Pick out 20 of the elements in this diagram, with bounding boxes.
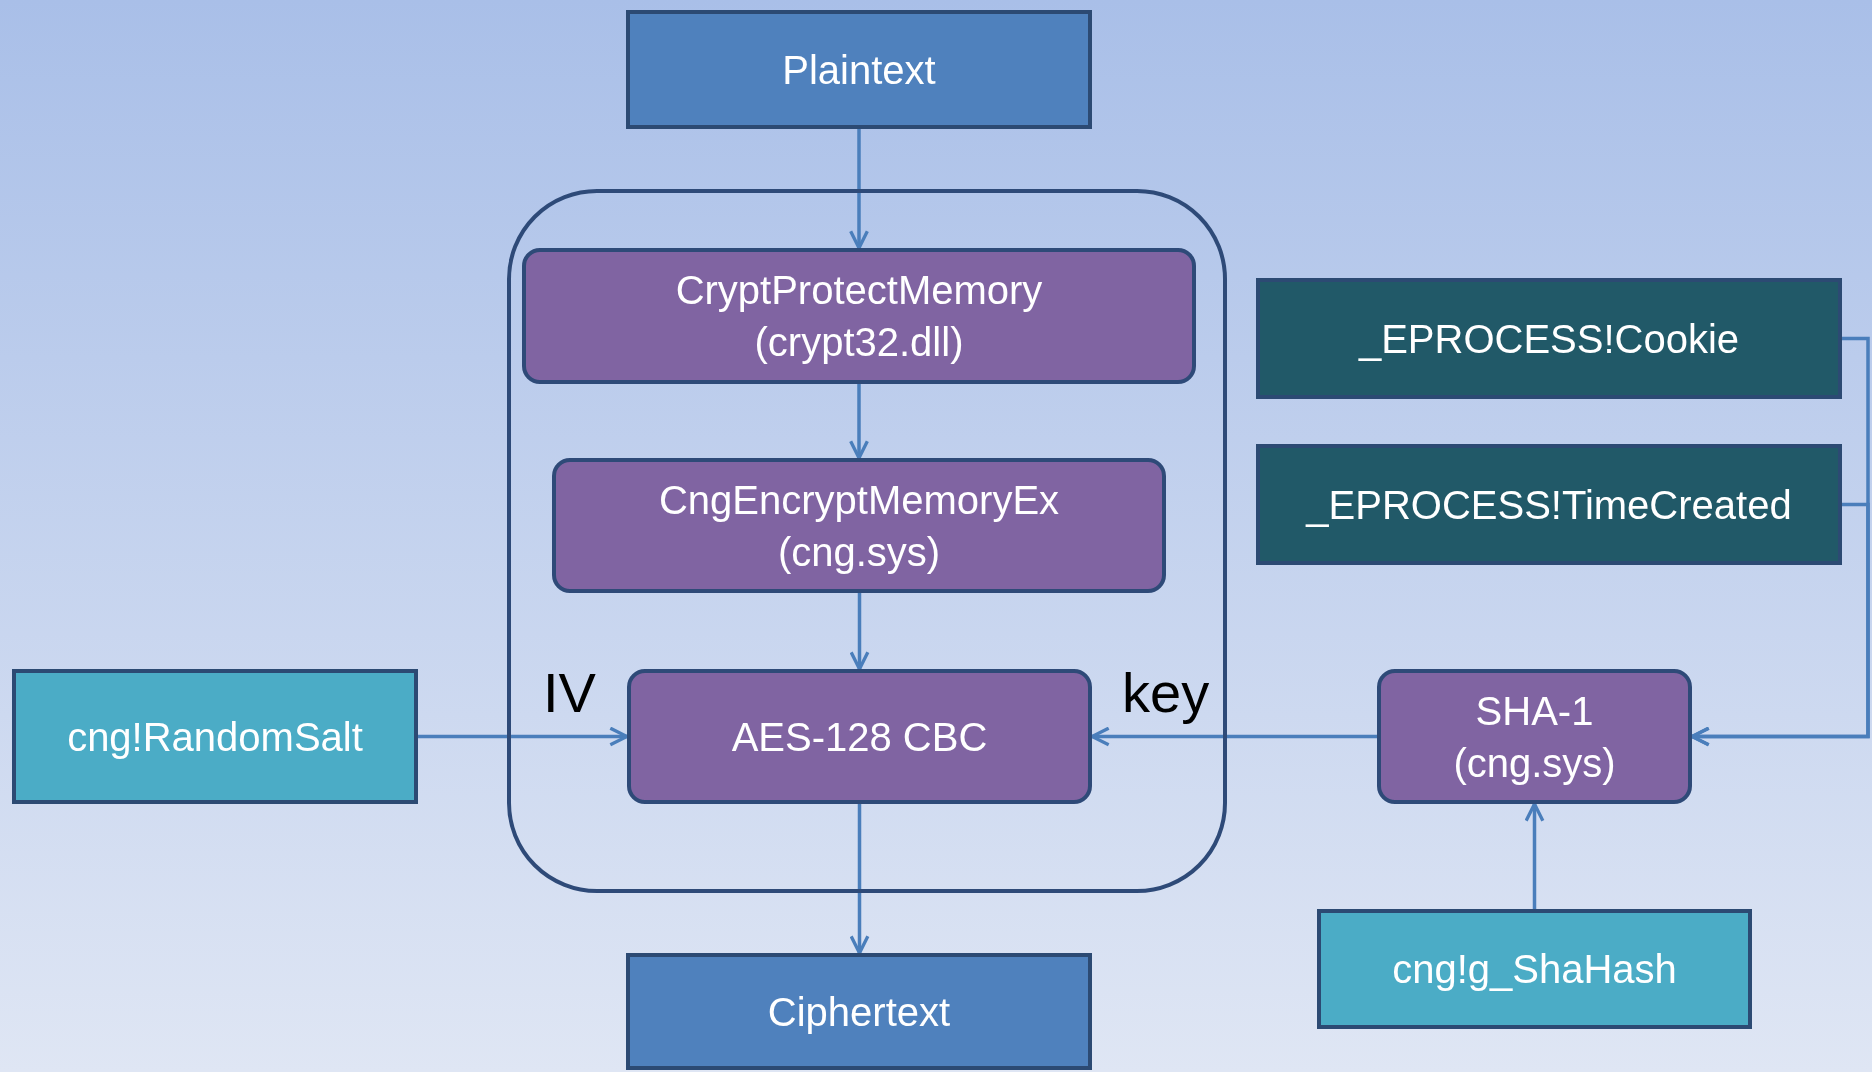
edge-label: IV	[543, 664, 596, 721]
data-box: Ciphertext	[626, 953, 1092, 1070]
arrow	[849, 129, 869, 250]
group-frame	[507, 189, 1227, 893]
input-box: cng!RandomSalt	[12, 669, 418, 804]
arrow	[1690, 502, 1870, 747]
input-box: cng!g_ShaHash	[1317, 909, 1752, 1029]
arrow	[418, 726, 629, 747]
input-box: _EPROCESS!TimeCreated	[1256, 444, 1842, 565]
data-box: Plaintext	[626, 10, 1092, 129]
arrow	[1524, 802, 1545, 909]
process-box: AES-128 CBC	[627, 669, 1092, 804]
arrow	[849, 804, 870, 955]
arrow	[1090, 726, 1377, 747]
arrow	[849, 593, 870, 671]
process-box: CryptProtectMemory (crypt32.dll)	[522, 248, 1196, 384]
process-box: CngEncryptMemoryEx (cng.sys)	[552, 458, 1166, 593]
arrow	[849, 384, 869, 460]
input-box: _EPROCESS!Cookie	[1256, 278, 1842, 399]
process-box: SHA-1 (cng.sys)	[1377, 669, 1692, 804]
